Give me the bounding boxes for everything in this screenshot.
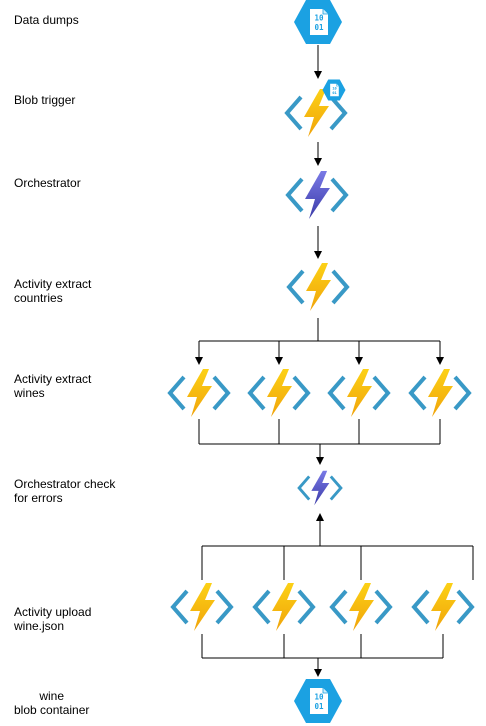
data-dumps-blob-icon [293, 0, 343, 45]
extract-countries-function-icon [287, 261, 349, 313]
blob-container-icon [293, 678, 343, 724]
blob-trigger-badge-icon [322, 79, 346, 101]
connectors [195, 45, 474, 677]
label-activity-upload: Activity upload wine.json [14, 605, 92, 633]
label-orchestrator: Orchestrator [14, 176, 81, 190]
check-errors-durable-icon [297, 469, 343, 507]
orchestrator-durable-icon [286, 169, 348, 221]
label-blob-trigger: Blob trigger [14, 93, 76, 107]
extract-wines-function-icon-2 [248, 367, 310, 419]
upload-function-icon-1 [171, 581, 233, 633]
label-blob-container: wine blob container [14, 689, 90, 717]
extract-wines-function-icon-4 [409, 367, 471, 419]
label-activity-extract-countries: Activity extract countries [14, 277, 92, 305]
upload-function-icon-2 [253, 581, 315, 633]
upload-function-icon-3 [330, 581, 392, 633]
extract-wines-function-icon-1 [168, 367, 230, 419]
extract-wines-function-icon-3 [328, 367, 390, 419]
label-data-dumps: Data dumps [14, 13, 79, 27]
upload-function-icon-4 [412, 581, 474, 633]
label-activity-extract-wines: Activity extract wines [14, 372, 92, 400]
label-orchestrator-check: Orchestrator check for errors [14, 477, 116, 505]
